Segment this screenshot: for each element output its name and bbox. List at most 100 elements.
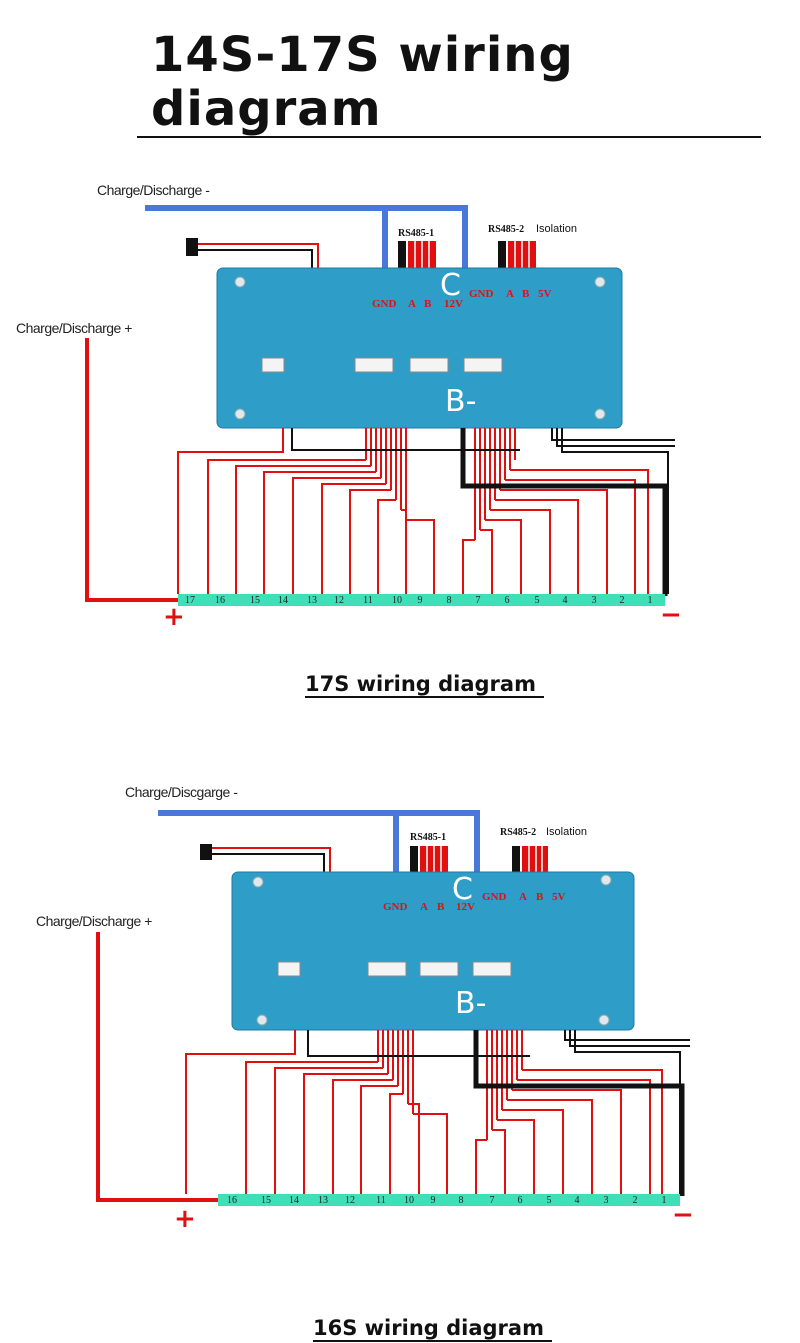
mount-hole [594, 276, 606, 288]
rs485-2-connector-black [512, 846, 520, 872]
pin-5v-2: 5V [552, 891, 566, 903]
cell-label: 10 [404, 1195, 414, 1206]
cell-label: 2 [619, 595, 625, 606]
cell-label: 1 [661, 1195, 667, 1206]
alarm-wire-black [198, 249, 313, 270]
cell-label: 16 [227, 1195, 237, 1206]
cell-label: 15 [261, 1195, 271, 1206]
rs485-1-label: RS485-1 [410, 832, 447, 843]
b-minus-marking: B- [445, 384, 477, 419]
cell-label: 13 [318, 1195, 328, 1206]
c-marking: C [452, 872, 473, 907]
pin-b-1: B [437, 901, 445, 913]
pin-a-1: A [408, 298, 416, 310]
caption-16s: 16S wiring diagram [313, 1316, 552, 1342]
red-charge-plus-wire [85, 338, 178, 602]
c-marking: C [440, 268, 461, 303]
cell-label: 17 [185, 595, 195, 606]
pin-12v-1: 12V [444, 298, 463, 310]
pcb-connector [261, 357, 285, 373]
alarm-connector [186, 238, 198, 256]
cell-label: 13 [307, 595, 317, 606]
plus-terminal: + [163, 602, 185, 632]
cell-label: 14 [289, 1195, 299, 1206]
cell-label: 10 [392, 595, 402, 606]
pcb-connector [354, 357, 394, 373]
b-minus-black-wire [460, 428, 668, 596]
mount-hole [600, 874, 612, 886]
cell-label: 8 [446, 595, 452, 606]
mount-hole [598, 1014, 610, 1026]
plus-terminal: + [174, 1204, 196, 1234]
cell-label: 3 [603, 1195, 609, 1206]
mount-hole [594, 408, 606, 420]
pin-gnd-1: GND [383, 901, 408, 913]
mount-hole [256, 1014, 268, 1026]
mount-hole [234, 276, 246, 288]
blue-discharge-wire [158, 810, 480, 872]
charge-discharge-plus-label: Charge/Discharge + [16, 320, 132, 336]
cell-label: 9 [417, 595, 423, 606]
cell-label: 16 [215, 595, 225, 606]
cell-label: 7 [475, 595, 481, 606]
cell-label: 12 [345, 1195, 355, 1206]
b-minus-black-wire [473, 1030, 685, 1196]
charge-discharge-minus-label: Charge/Discharge - [97, 182, 210, 198]
b-minus-marking: B- [455, 986, 487, 1021]
alarm-wire-black [212, 853, 325, 874]
pin-5v-2: 5V [538, 288, 552, 300]
caption-17s: 17S wiring diagram [305, 672, 544, 698]
pin-b-2: B [522, 288, 530, 300]
cell-label: 5 [534, 595, 540, 606]
alarm-wire-red [212, 847, 331, 874]
pin-a-1: A [420, 901, 428, 913]
minus-terminal: − [660, 600, 682, 630]
pin-a-2: A [506, 288, 514, 300]
pin-a-2: A [519, 891, 527, 903]
rs485-2-label: RS485-2 [488, 224, 525, 235]
red-k-wire [177, 428, 284, 594]
cell-label: 4 [562, 595, 568, 606]
charge-discharge-minus-label: Charge/Discgarge - [125, 784, 238, 800]
pin-b-2: B [536, 891, 544, 903]
cell-label: 15 [250, 595, 260, 606]
cell-label: 1 [647, 595, 653, 606]
pcb-connector [463, 357, 503, 373]
pcb-connector [472, 961, 512, 977]
rs485-1-connector-black [398, 241, 406, 268]
minus-terminal: − [672, 1200, 694, 1230]
cell-label: 6 [504, 595, 510, 606]
charge-discharge-plus-label: Charge/Discharge + [36, 913, 152, 929]
red-k-wire [185, 1030, 296, 1194]
isolation-label: Isolation [536, 223, 577, 235]
wiring-17s-svg [85, 205, 675, 606]
cell-label: 12 [334, 595, 344, 606]
cell-label: 9 [430, 1195, 436, 1206]
cell-label: 11 [376, 1195, 386, 1206]
cell-label: 7 [489, 1195, 495, 1206]
pcb-connector [367, 961, 407, 977]
cell-strip [218, 1194, 680, 1206]
cell-label: 11 [363, 595, 373, 606]
pcb-connector [419, 961, 459, 977]
pcb-connector [409, 357, 449, 373]
cell-label: 2 [632, 1195, 638, 1206]
cell-label: 3 [591, 595, 597, 606]
mount-hole [234, 408, 246, 420]
red-charge-plus-wire [96, 932, 218, 1202]
rs485-1-connector-black [410, 846, 418, 872]
bms-pcb-board [232, 872, 634, 1030]
page-title: 14S-17S wiring diagram [137, 28, 761, 138]
pin-12v-1: 12V [456, 901, 475, 913]
rs485-2-connector-black [498, 241, 506, 268]
cell-label: 5 [546, 1195, 552, 1206]
alarm-wire-red [198, 243, 319, 270]
alarm-connector [200, 844, 212, 860]
cell-label: 14 [278, 595, 288, 606]
cell-label: 6 [517, 1195, 523, 1206]
rs485-2-label: RS485-2 [500, 827, 537, 838]
rs485-1-label: RS485-1 [398, 228, 435, 239]
pin-gnd-2: GND [469, 288, 494, 300]
cell-strip [178, 594, 665, 606]
pin-gnd-1: GND [372, 298, 397, 310]
